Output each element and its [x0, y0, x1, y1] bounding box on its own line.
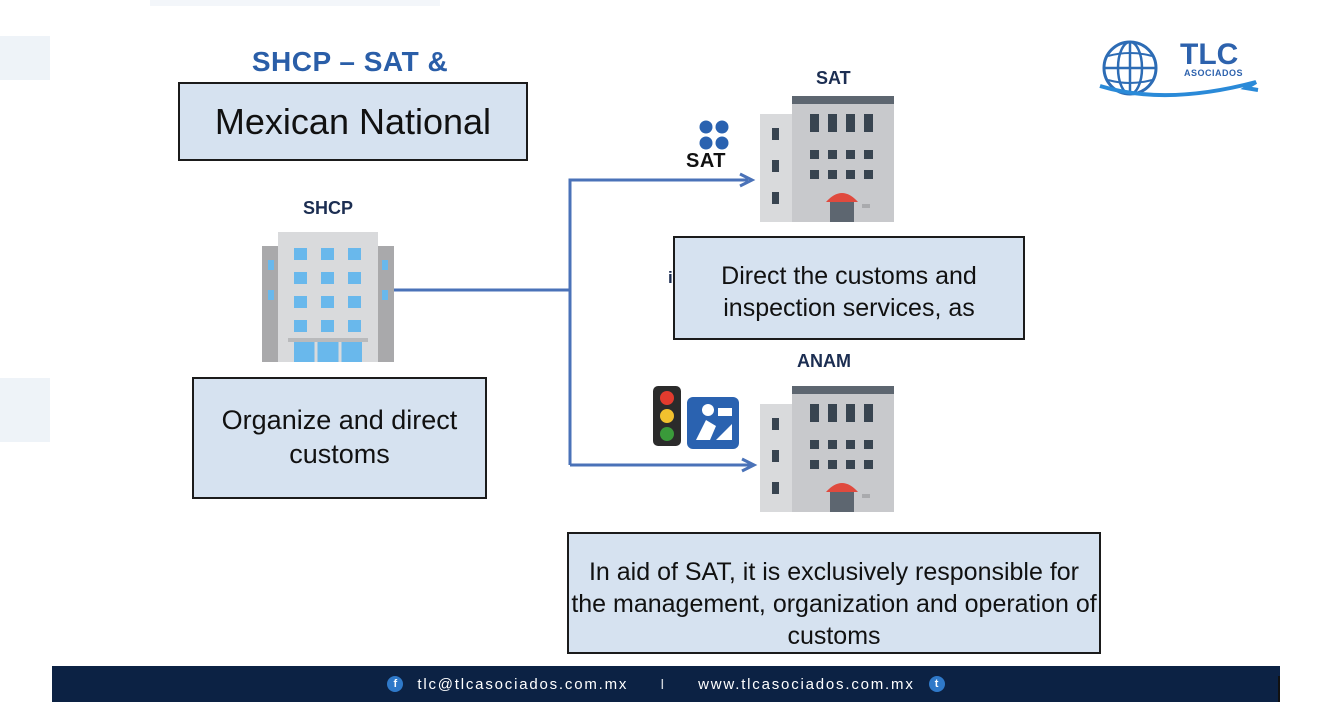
anam-description-box: In aid of SAT, it is exclusively respons… — [567, 532, 1101, 654]
footer-website[interactable]: www.tlcasociados.com.mx — [698, 675, 915, 693]
shcp-building-icon — [262, 232, 394, 362]
sat-description: Direct the customs and inspection servic… — [721, 262, 977, 322]
sat-description-box: Direct the customs and inspection servic… — [673, 236, 1025, 340]
facebook-icon[interactable]: f — [387, 676, 404, 692]
slide-heading: SHCP – SAT & — [251, 46, 449, 77]
logo-sub-text: ASOCIADOS — [1184, 68, 1244, 78]
footer-separator: I — [660, 675, 667, 693]
top-edge-shape — [150, 0, 440, 6]
sat-logo-icon — [699, 120, 729, 150]
anam-description: In aid of SAT, it is exclusively respons… — [571, 558, 1097, 650]
arrowhead-anam — [741, 457, 758, 473]
shcp-label: SHCP — [303, 198, 354, 218]
tlc-logo: TLC ASOCIADOS — [1096, 36, 1266, 106]
shcp-description-box: Organize and direct customs — [192, 377, 487, 499]
footer-bar: f tlc@tlcasociados.com.mx I www.tlcasoci… — [52, 666, 1280, 702]
left-edge-shape — [0, 36, 50, 80]
globe-icon — [1099, 40, 1259, 98]
arrowhead-sat — [739, 172, 756, 188]
sat-logo-text: SAT — [686, 150, 727, 172]
anam-building-icon — [760, 386, 894, 512]
twitter-icon[interactable]: t — [928, 676, 945, 692]
customs-officer-icon — [687, 397, 739, 449]
stray-glyph: i — [668, 268, 673, 287]
left-edge-shape — [0, 378, 50, 442]
traffic-light-icon — [653, 386, 681, 446]
shcp-description: Organize and direct customs — [221, 405, 458, 469]
sat-label: SAT — [816, 68, 851, 88]
footer-email[interactable]: tlc@tlcasociados.com.mx — [417, 675, 629, 693]
footer-edge-mark — [1278, 676, 1280, 702]
title-box: Mexican National — [178, 82, 528, 161]
title-text: Mexican National — [214, 100, 492, 142]
logo-main-text: TLC — [1180, 38, 1239, 71]
sat-building-icon — [760, 96, 894, 222]
connector-sat — [568, 178, 748, 465]
anam-label: ANAM — [797, 351, 851, 371]
